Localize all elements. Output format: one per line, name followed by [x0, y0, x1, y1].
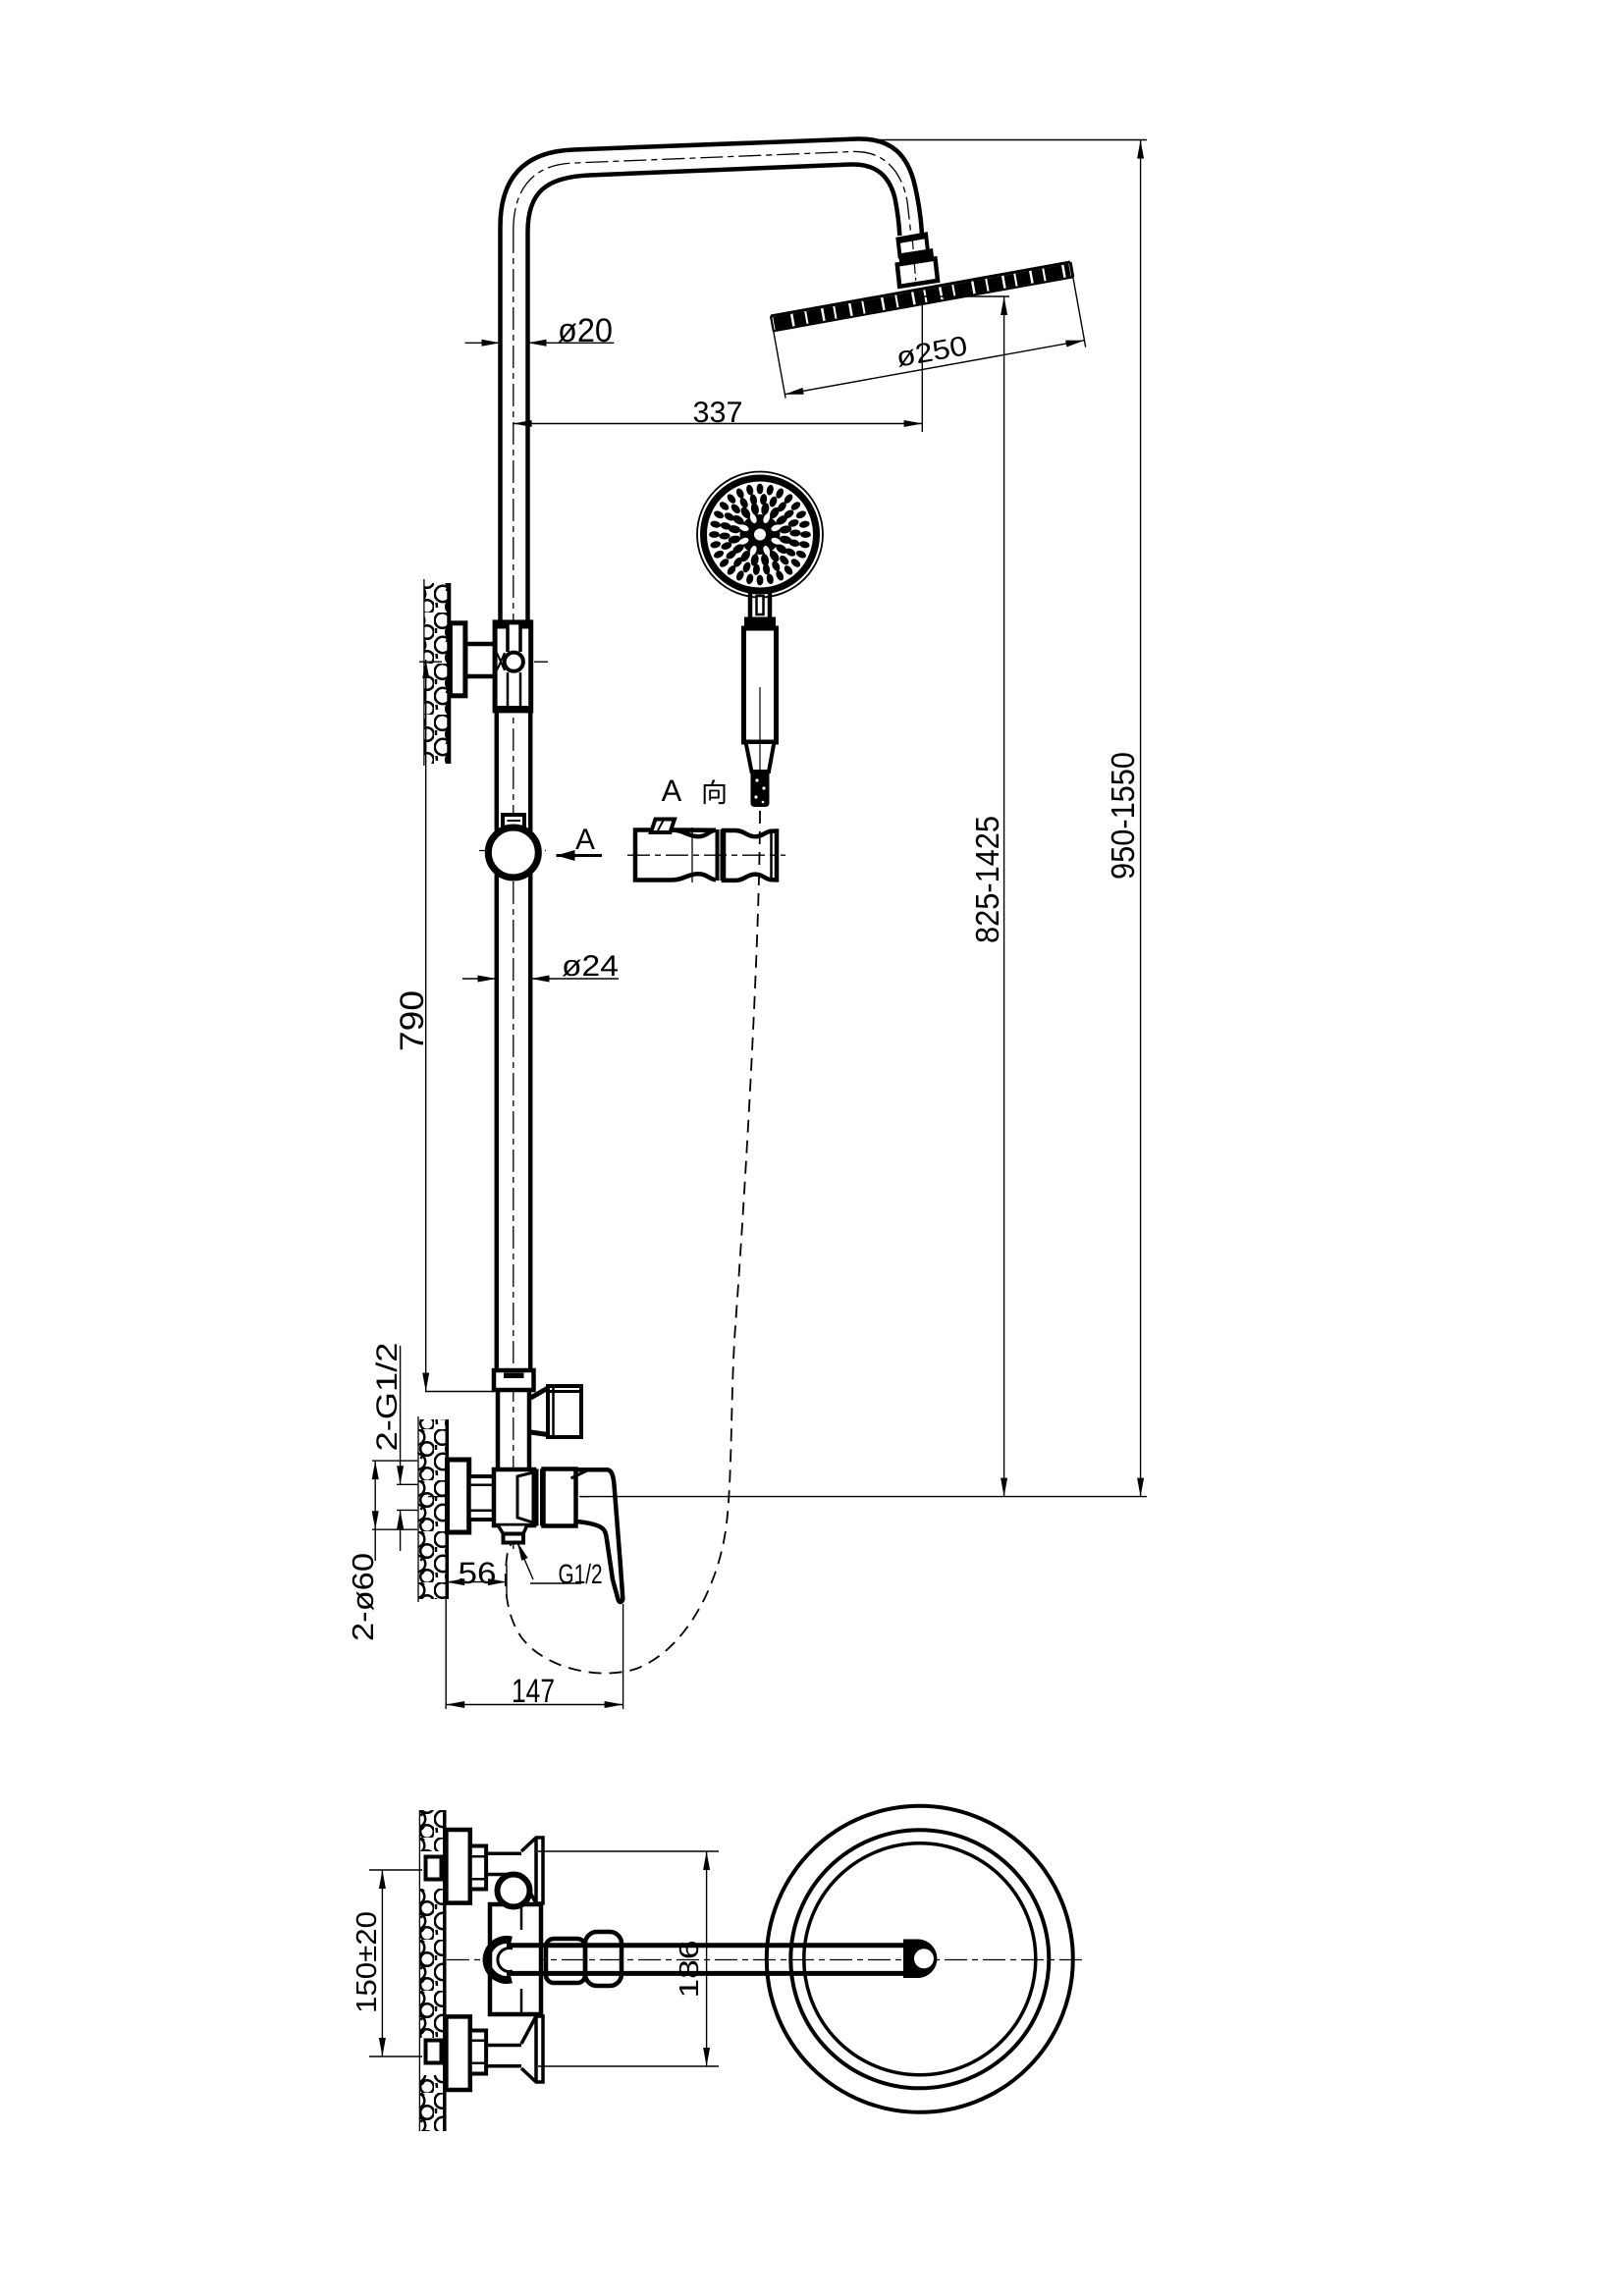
svg-text:825-1425: 825-1425	[969, 816, 1005, 943]
svg-text:ø20: ø20	[558, 312, 613, 349]
svg-text:G1/2: G1/2	[558, 1559, 602, 1589]
svg-text:A: A	[575, 824, 595, 856]
svg-text:2-G1/2: 2-G1/2	[371, 1343, 404, 1452]
svg-text:147: 147	[512, 1673, 555, 1710]
svg-text:向: 向	[701, 778, 728, 808]
svg-text:56: 56	[458, 1556, 496, 1590]
svg-text:790: 790	[394, 990, 431, 1051]
svg-text:337: 337	[692, 397, 742, 429]
svg-text:950-1550: 950-1550	[1105, 752, 1141, 880]
svg-text:186: 186	[674, 1941, 704, 1999]
svg-text:A: A	[662, 774, 682, 808]
svg-text:ø24: ø24	[562, 950, 619, 983]
svg-text:150±20: 150±20	[352, 1911, 383, 2013]
svg-text:2-ø60: 2-ø60	[346, 1553, 380, 1641]
